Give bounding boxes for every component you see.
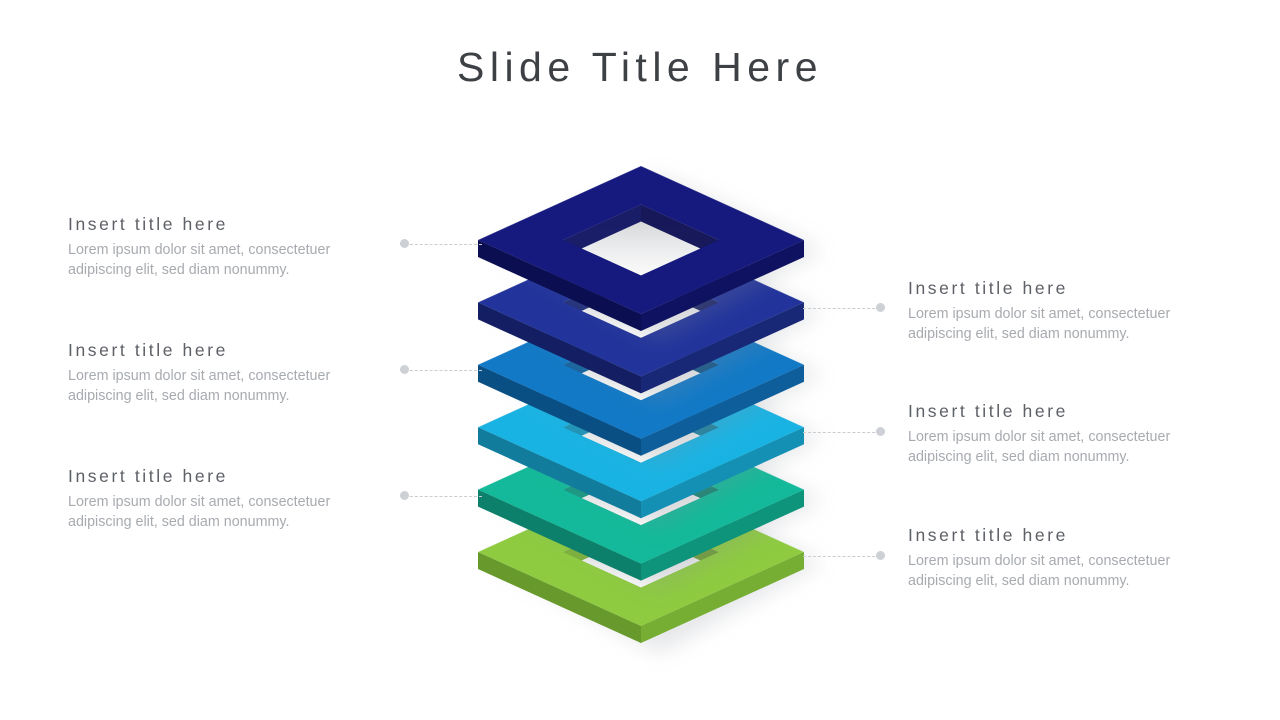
callout-left-1: Insert title here Lorem ipsum dolor sit … xyxy=(68,214,378,281)
connector-layer-2 xyxy=(803,303,885,313)
callout-title: Insert title here xyxy=(908,525,1068,545)
connector-dot xyxy=(400,239,409,248)
callout-title: Insert title here xyxy=(908,401,1068,421)
layer-top-face xyxy=(478,228,804,377)
layer-top-face xyxy=(478,166,804,314)
callout-right-3: Insert title here Lorem ipsum dolor sit … xyxy=(908,525,1218,592)
stack-layer-5 xyxy=(477,415,805,581)
callout-left-2: Insert title here Lorem ipsum dolor sit … xyxy=(68,340,378,407)
layer-side-right xyxy=(641,489,804,581)
callout-body: Lorem ipsum dolor sit amet, consectetuer… xyxy=(908,306,1171,343)
connector-dot xyxy=(876,427,885,436)
callout-right-1: Insert title here Lorem ipsum dolor sit … xyxy=(908,278,1218,345)
layer-top-face xyxy=(478,353,804,502)
connector-layer-6 xyxy=(803,551,885,561)
layer-side-right xyxy=(641,302,804,394)
stack-layer-6 xyxy=(477,477,805,643)
layer-hole-wall-left xyxy=(563,391,641,445)
layer-hole-wall-left xyxy=(563,516,641,569)
layer-side-left xyxy=(478,240,641,331)
layer-top-face xyxy=(478,415,804,564)
callout-body: Lorem ipsum dolor sit amet, consectetuer… xyxy=(908,429,1171,466)
layer-hole-wall-right xyxy=(641,204,719,257)
layer-side-right xyxy=(641,364,804,456)
layer-side-left xyxy=(478,552,641,643)
page-title: Slide Title Here xyxy=(456,44,823,90)
connector-line xyxy=(400,243,482,245)
stack-layer-2 xyxy=(477,227,805,394)
layer-side-left xyxy=(478,364,641,456)
connector-layer-4 xyxy=(803,427,885,437)
layer-hole-wall-left xyxy=(563,329,641,382)
callout-body: Lorem ipsum dolor sit amet, consectetuer… xyxy=(68,242,331,279)
layer-hole-wall-left xyxy=(563,204,641,257)
callout-left-3: Insert title here Lorem ipsum dolor sit … xyxy=(68,466,378,533)
layer-top-face xyxy=(478,478,804,626)
callout-body: Lorem ipsum dolor sit amet, consectetuer… xyxy=(68,494,331,531)
layer-hole-wall-right xyxy=(641,454,719,507)
callout-body: Lorem ipsum dolor sit amet, consectetuer… xyxy=(908,553,1171,590)
connector-dot xyxy=(400,491,409,500)
stack-layer-4 xyxy=(477,352,805,519)
layer-side-right xyxy=(641,427,804,519)
callout-body: Lorem ipsum dolor sit amet, consectetuer… xyxy=(68,368,331,405)
callout-title: Insert title here xyxy=(68,466,228,486)
layer-side-left xyxy=(478,489,641,581)
connector-dot xyxy=(876,303,885,312)
connector-layer-1 xyxy=(400,239,482,249)
layer-side-right xyxy=(641,552,804,643)
layer-side-left xyxy=(478,302,641,394)
callout-title: Insert title here xyxy=(908,278,1068,298)
stack-layer-1 xyxy=(477,165,805,331)
callout-title: Insert title here xyxy=(68,214,228,234)
connector-line xyxy=(803,307,885,309)
connector-dot xyxy=(400,365,409,374)
layer-hole-wall-left xyxy=(563,454,641,507)
connector-line xyxy=(803,555,885,557)
connector-dot xyxy=(876,551,885,560)
connector-line xyxy=(400,495,482,497)
connector-line xyxy=(803,431,885,433)
layer-hole-wall-right xyxy=(641,391,719,445)
connector-layer-3 xyxy=(400,365,482,375)
layer-hole-wall-right xyxy=(641,266,719,320)
layer-hole-wall-right xyxy=(641,516,719,569)
connector-line xyxy=(400,369,482,371)
connector-layer-5 xyxy=(400,491,482,501)
stack-layer-3 xyxy=(477,290,805,456)
layer-side-right xyxy=(641,240,804,331)
layer-hole-wall-left xyxy=(563,266,641,320)
layer-top-face xyxy=(478,290,804,439)
callout-title: Insert title here xyxy=(68,340,228,360)
callout-right-2: Insert title here Lorem ipsum dolor sit … xyxy=(908,401,1218,468)
layer-hole-wall-right xyxy=(641,329,719,382)
layer-side-left xyxy=(478,427,641,519)
